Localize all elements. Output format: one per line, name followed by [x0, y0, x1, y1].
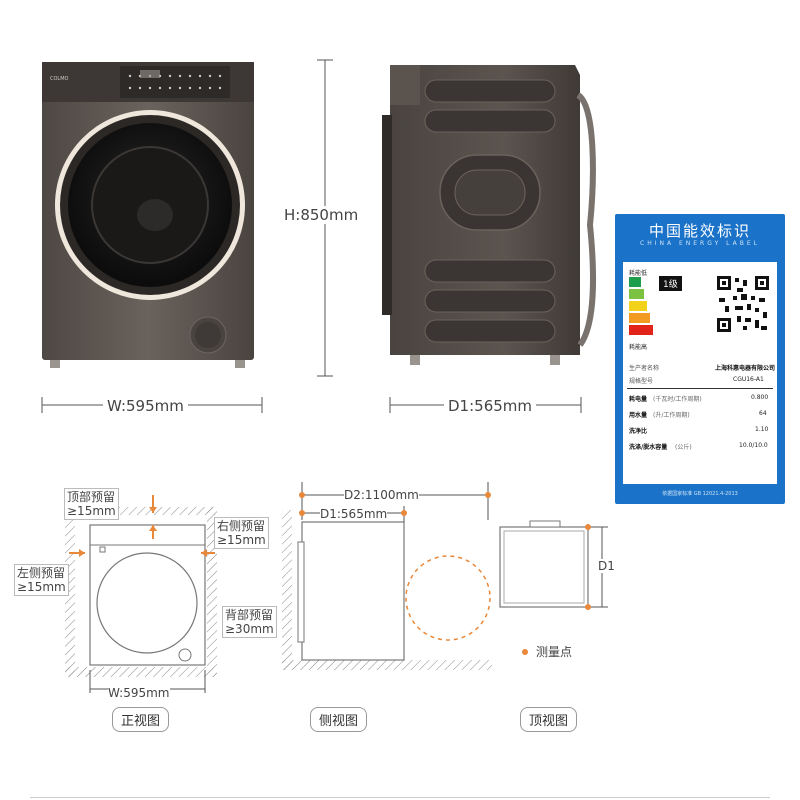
- side-install-diagram: [282, 482, 492, 670]
- energy-label-footer: 依据国家标准 GB 12021.4-2013: [662, 491, 738, 497]
- d2-label: D2:1100mm: [344, 488, 419, 502]
- energy-label-subtitle: CHINA ENERGY LABEL: [640, 240, 760, 247]
- row-wash-key: 洗净比: [629, 428, 648, 435]
- back-clearance-callout: 背部预留 ≥30mm: [222, 606, 277, 638]
- row-capacity-value: 10.0/10.0: [739, 442, 768, 449]
- left-clearance-value: ≥15mm: [17, 580, 66, 594]
- efficiency-low-text: 耗能低: [629, 270, 648, 277]
- qr-code: [715, 268, 771, 340]
- row-water-unit: (升/工作周期): [653, 412, 690, 419]
- top-view-diagram: [499, 520, 608, 610]
- right-clearance-callout: 右侧预留 ≥15mm: [214, 517, 269, 549]
- grade-suffix: 级: [668, 280, 678, 290]
- measure-point-label: 测量点: [536, 645, 573, 659]
- top-clearance-value: ≥15mm: [67, 504, 116, 518]
- manufacturer-value: 上海科惠电器有限公司: [715, 365, 776, 372]
- efficiency-high-text: 耗能高: [629, 344, 648, 351]
- side-d1-label: D1:565mm: [320, 507, 388, 521]
- brand-logo: COLMO: [50, 76, 69, 82]
- efficiency-grade-bars: [629, 277, 653, 335]
- energy-label: 中国能效标识 CHINA ENERGY LABEL 耗能低 1级 耗能高: [615, 214, 785, 504]
- front-install-diagram: [65, 495, 217, 693]
- row-water-value: 64: [759, 410, 767, 417]
- row-water-key: 用水量: [629, 412, 648, 419]
- measure-point-dot: [522, 649, 528, 655]
- energy-label-title: 中国能效标识: [648, 222, 751, 240]
- row-capacity-unit: (公斤): [675, 444, 692, 451]
- view-label-front: 正视图: [112, 707, 170, 732]
- top-clearance-text: 顶部预留: [67, 490, 116, 504]
- top-clearance-callout: 顶部预留 ≥15mm: [64, 488, 119, 520]
- grade-number: 1: [663, 280, 669, 290]
- back-clearance-value: ≥30mm: [225, 622, 274, 636]
- row-energy-key: 耗电量: [629, 396, 648, 403]
- depth-label: D1:565mm: [444, 397, 537, 415]
- front-width-label: W:595mm: [108, 686, 170, 700]
- manufacturer-key: 生产者名称: [629, 365, 660, 372]
- row-capacity-key: 洗涤/脱水容量: [629, 444, 668, 451]
- width-label: W:595mm: [103, 397, 188, 415]
- left-clearance-text: 左侧预留: [17, 566, 66, 580]
- row-energy-unit: (千瓦时/工作周期): [653, 396, 702, 403]
- right-clearance-text: 右侧预留: [217, 519, 266, 533]
- model-value: CGU16-A1: [733, 376, 764, 383]
- grade-badge: 1级: [659, 276, 682, 291]
- model-key: 规格型号: [629, 378, 654, 385]
- row-wash-value: 1.10: [755, 426, 769, 433]
- bottom-divider: [30, 797, 770, 798]
- left-clearance-callout: 左侧预留 ≥15mm: [14, 564, 69, 596]
- washer-side-photo: [382, 65, 596, 365]
- top-view-depth-label: D1: [598, 559, 615, 573]
- view-label-top: 顶视图: [520, 707, 578, 732]
- energy-label-body: 耗能低 1级 耗能高 生产者名称 上海科惠: [623, 262, 777, 484]
- label-divider: [627, 388, 773, 389]
- view-label-side: 侧视图: [310, 707, 368, 732]
- height-label: H:850mm: [280, 206, 363, 224]
- washer-front-photo: COLMO: [42, 62, 254, 368]
- right-clearance-value: ≥15mm: [217, 533, 266, 547]
- row-energy-value: 0.800: [751, 394, 769, 401]
- back-clearance-text: 背部预留: [225, 608, 274, 622]
